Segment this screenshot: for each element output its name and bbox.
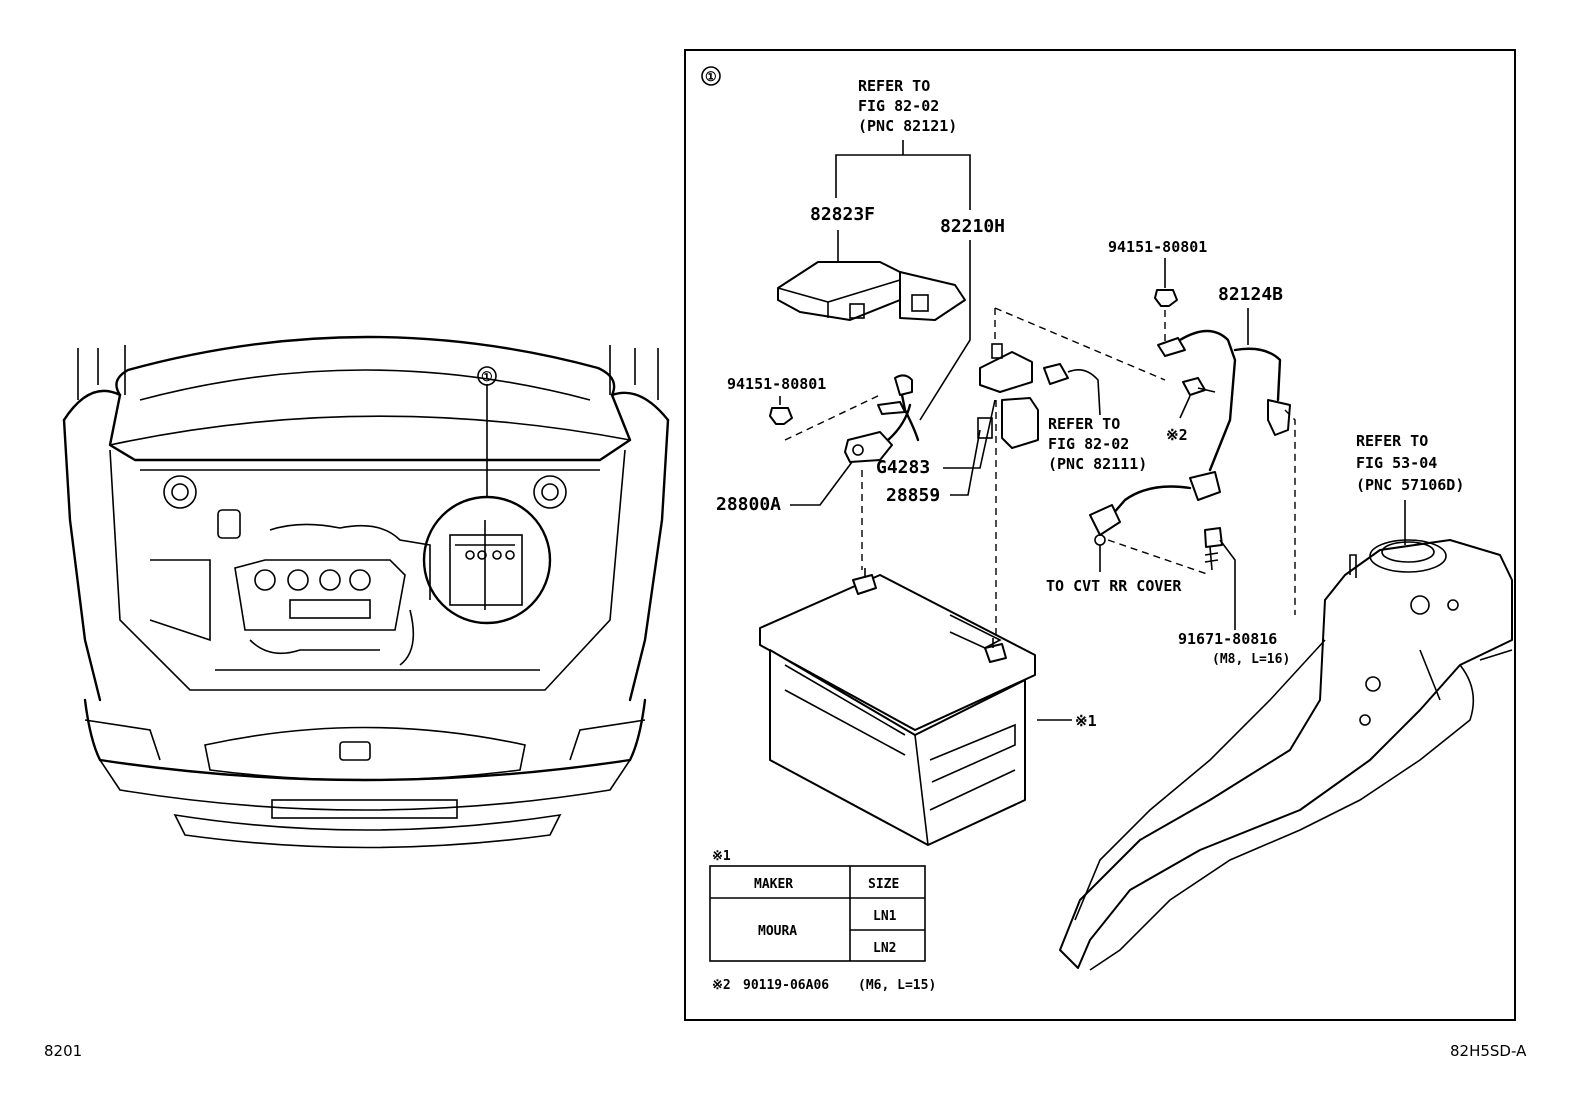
refer-82121-line3: (PNC 82121) — [858, 117, 957, 135]
figure-number: 8201 — [44, 1042, 83, 1060]
table-header-size: SIZE — [868, 877, 899, 892]
table-marker: ※1 — [712, 849, 731, 864]
footnote-spec: (M6, L=15) — [858, 978, 936, 993]
part-91671-spec: (M8, L=16) — [1212, 652, 1290, 667]
footnote-marker: ※2 — [712, 978, 731, 993]
part-82124B-label: 82124B — [1218, 284, 1283, 305]
vehicle-callout-marker: ① — [481, 370, 493, 385]
battery-clamp-28800A — [844, 374, 920, 463]
table-size-ln1: LN1 — [873, 909, 897, 924]
part-91671-label: 91671-80816 — [1178, 630, 1277, 648]
battery-illustration — [759, 568, 1036, 846]
part-82823F-label: 82823F — [810, 204, 875, 225]
table-maker-value: MOURA — [758, 924, 797, 939]
refer-82121-line2: FIG 82-02 — [858, 97, 939, 115]
illustration-code: 82H5SD-A — [1450, 1042, 1527, 1060]
fuse-block-82823F — [777, 230, 966, 321]
nut-icon — [769, 407, 793, 425]
detail-callout-marker: ① — [705, 70, 717, 85]
refer-57106d-line1: REFER TO — [1356, 432, 1428, 450]
body-apron-panel — [1059, 539, 1513, 971]
bolt-icon — [1182, 377, 1206, 396]
footnote-part: 90119-06A06 — [743, 978, 829, 993]
battery-spec-table — [709, 865, 926, 962]
note2-marker-label: ※2 — [1166, 426, 1188, 444]
battery-marker-label: ※1 — [1075, 712, 1097, 730]
part-82210H-label: 82210H — [940, 216, 1005, 237]
part-94151-right-label: 94151-80801 — [1108, 238, 1207, 256]
fusible-link-G4283 — [977, 343, 1101, 449]
to-cvt-label: TO CVT RR COVER — [1046, 577, 1182, 595]
part-28859-label: 28859 — [886, 485, 940, 506]
part-28800A-label: 28800A — [716, 494, 781, 515]
nut-icon-2 — [1154, 289, 1178, 307]
ground-cable-82124B — [1089, 329, 1291, 546]
vehicle-front-illustration — [62, 335, 670, 849]
detail-frame — [684, 49, 1516, 1021]
table-header-maker: MAKER — [754, 877, 793, 892]
refer-82111-line1: REFER TO — [1048, 415, 1120, 433]
table-size-ln2: LN2 — [873, 941, 896, 956]
part-94151-left-label: 94151-80801 — [727, 375, 826, 393]
refer-82121-line1: REFER TO — [858, 77, 930, 95]
refer-82111-line3: (PNC 82111) — [1048, 455, 1147, 473]
refer-57106d-line2: FIG 53-04 — [1356, 454, 1437, 472]
part-G4283-label: G4283 — [876, 457, 930, 478]
refer-82111-line2: FIG 82-02 — [1048, 435, 1129, 453]
flange-bolt-icon — [1204, 527, 1223, 548]
refer-57106d-line3: (PNC 57106D) — [1356, 476, 1464, 494]
